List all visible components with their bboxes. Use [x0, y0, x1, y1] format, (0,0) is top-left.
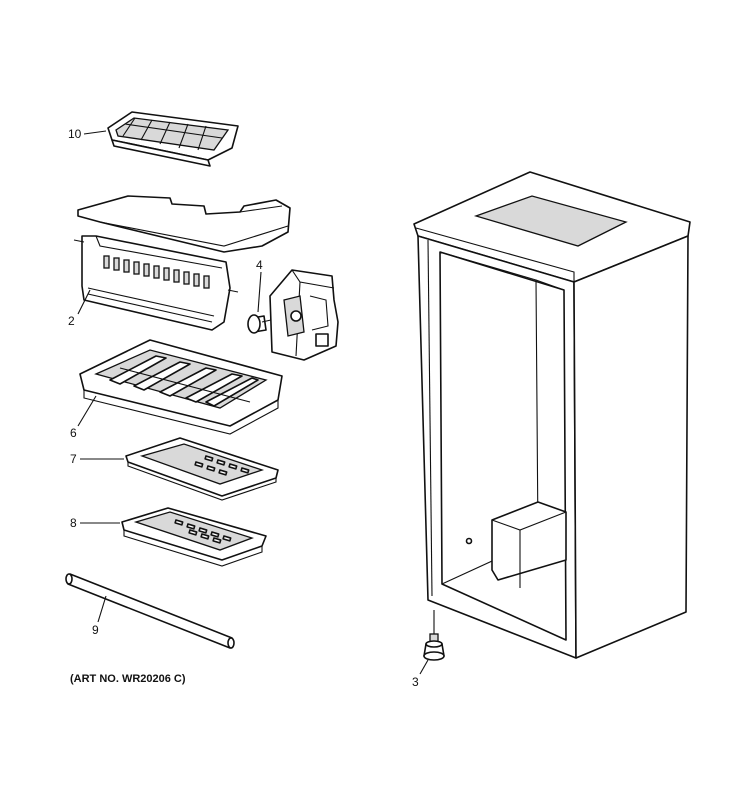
part-7-drip-tray [125, 437, 279, 501]
part-9-rod [65, 573, 235, 649]
part-8-tray-grille [121, 507, 267, 567]
callout-9: 9 [92, 623, 99, 637]
part-6-ice-bucket [79, 339, 283, 435]
cabinet-case [413, 171, 691, 659]
leader-3 [419, 659, 429, 675]
part-4-control-knob [247, 314, 281, 334]
callout-4: 4 [256, 258, 263, 272]
leader-10 [83, 130, 107, 135]
leader-9 [97, 595, 107, 623]
callout-10: 10 [68, 127, 82, 141]
leader-2 [77, 289, 91, 315]
callout-3: 3 [412, 675, 419, 689]
part-2-front-panel [73, 235, 239, 331]
ice-bin-cover [77, 195, 291, 253]
callout-6: 6 [70, 426, 77, 440]
leader-6 [77, 395, 97, 427]
callout-2: 2 [68, 314, 75, 328]
control-housing [269, 269, 339, 361]
callout-7: 7 [70, 452, 77, 466]
part-10-ice-tray [107, 111, 239, 167]
art-number-label: (ART NO. WR20206 C) [70, 673, 186, 685]
leader-4 [257, 271, 262, 313]
part-3-leveling-leg [423, 610, 445, 661]
callout-8: 8 [70, 516, 77, 530]
